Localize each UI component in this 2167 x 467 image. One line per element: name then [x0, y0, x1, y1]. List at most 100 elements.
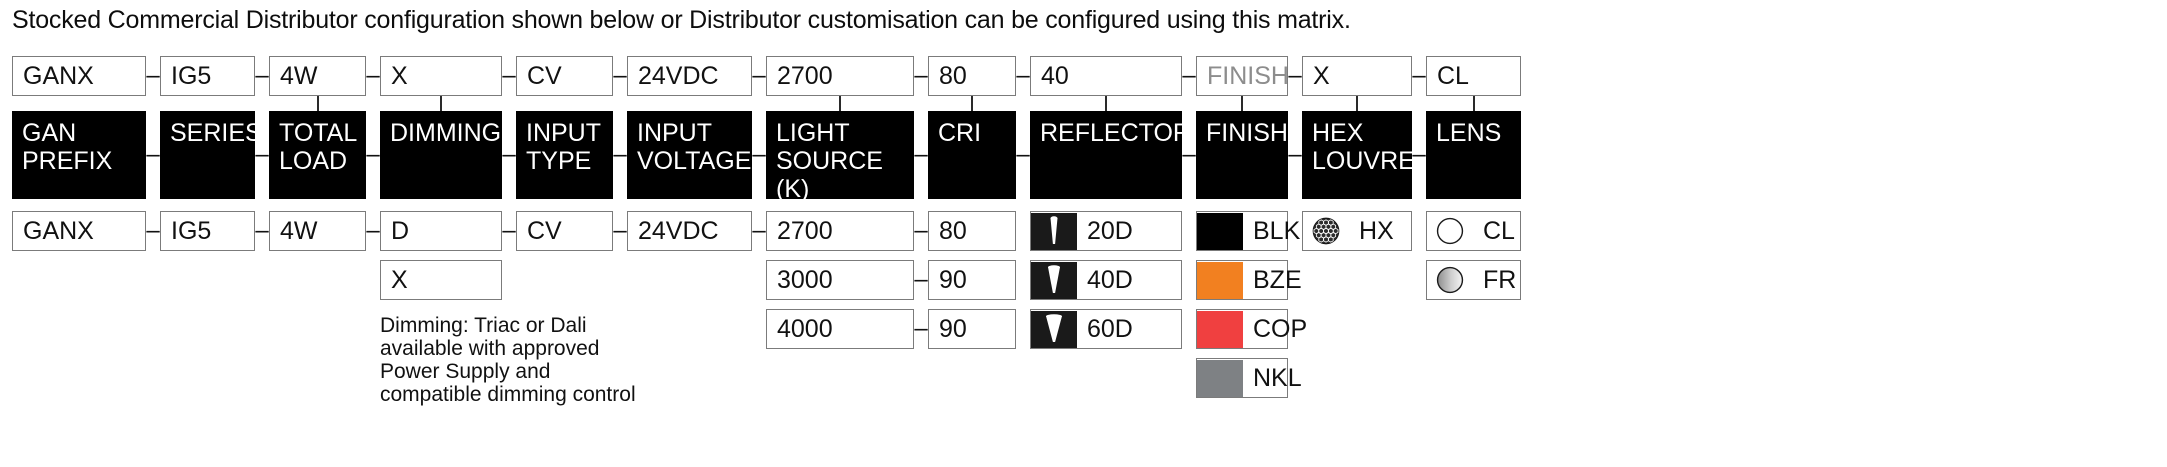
- option-dimming-x[interactable]: X: [380, 260, 502, 300]
- option-lens-fr[interactable]: FR: [1426, 260, 1521, 300]
- option-label: X: [391, 265, 408, 294]
- option-reflector-40d[interactable]: 40D: [1030, 260, 1182, 300]
- selected-value-finish[interactable]: FINISH: [1196, 56, 1289, 96]
- separator-dash: –: [255, 217, 269, 244]
- intro-text: Stocked Commercial Distributor configura…: [12, 6, 1351, 34]
- connector-line: [1426, 96, 1521, 111]
- connector-line: [269, 96, 366, 111]
- lens-frosted-icon: [1427, 262, 1473, 299]
- column-separator: ––––––: [1182, 56, 1196, 398]
- category-header-input_voltage: INPUT VOLTAGE: [627, 111, 752, 199]
- separator-dash: –: [914, 266, 928, 293]
- option-light_source-2700[interactable]: 2700: [766, 211, 914, 251]
- option-label: CV: [527, 216, 562, 245]
- separator-dash: –: [1288, 62, 1302, 89]
- option-series-ig5[interactable]: IG5: [160, 211, 255, 251]
- separator-dash: –: [502, 62, 516, 89]
- separator-dash: –: [914, 217, 928, 244]
- option-finish-blk[interactable]: BLK: [1196, 211, 1300, 251]
- separator-dash: –: [752, 217, 766, 244]
- separator-dash: –: [1412, 62, 1426, 89]
- option-label: 3000: [777, 265, 833, 294]
- selected-value-reflector[interactable]: 40: [1030, 56, 1182, 96]
- selected-value-light_source[interactable]: 2700: [766, 56, 914, 96]
- selected-value-hex_louvre[interactable]: X: [1302, 56, 1412, 96]
- category-header-hex_louvre: HEX LOUVRE: [1302, 111, 1415, 199]
- connector-line: [627, 96, 752, 111]
- column-separator: ––––––: [1016, 56, 1030, 398]
- option-label: IG5: [171, 216, 212, 245]
- option-input_voltage-24vdc[interactable]: 24VDC: [627, 211, 752, 251]
- footnote-dimming: Dimming: Triac or Dali available with ap…: [380, 314, 636, 406]
- selected-value-input_type[interactable]: CV: [516, 56, 613, 96]
- honeycomb-icon: [1303, 213, 1349, 250]
- option-cri-90[interactable]: 90: [928, 260, 1016, 300]
- option-label: 80: [939, 216, 967, 245]
- selected-value-dimming[interactable]: X: [380, 56, 502, 96]
- separator-dash: –: [1016, 62, 1030, 89]
- option-label: 4W: [280, 216, 318, 245]
- option-lens-cl[interactable]: CL: [1426, 211, 1521, 251]
- option-reflector-60d[interactable]: 60D: [1030, 309, 1182, 349]
- separator-dash: –: [146, 141, 160, 168]
- separator-dash: –: [366, 62, 380, 89]
- connector-line: [1302, 96, 1412, 111]
- option-label: COP: [1253, 314, 1308, 343]
- selected-value-gan_prefix[interactable]: GANX: [12, 56, 146, 96]
- connector-line: [516, 96, 613, 111]
- selected-value-cri[interactable]: 80: [928, 56, 1016, 96]
- option-label: 2700: [777, 216, 833, 245]
- option-label: BLK: [1253, 216, 1301, 245]
- selected-value-lens[interactable]: CL: [1426, 56, 1521, 96]
- separator-dash: –: [613, 62, 627, 89]
- column-separator: ––––––: [502, 56, 516, 398]
- option-total_load-4w[interactable]: 4W: [269, 211, 366, 251]
- option-finish-bze[interactable]: BZE: [1196, 260, 1302, 300]
- option-label: BZE: [1253, 265, 1302, 294]
- separator-dash: –: [914, 315, 928, 342]
- category-header-dimming: DIMMING: [380, 111, 502, 199]
- selected-value-total_load[interactable]: 4W: [269, 56, 366, 96]
- option-reflector-20d[interactable]: 20D: [1030, 211, 1182, 251]
- column-separator: ––––––: [613, 56, 627, 398]
- option-label: GANX: [23, 216, 94, 245]
- option-dimming-d[interactable]: D: [380, 211, 502, 251]
- separator-dash: –: [752, 141, 766, 168]
- matrix-column-gan_prefix: GANX GAN PREFIX GANX: [12, 56, 146, 251]
- separator-dash: –: [502, 141, 516, 168]
- option-label: FR: [1483, 265, 1517, 294]
- option-hex_louvre-hx[interactable]: HX: [1302, 211, 1412, 251]
- separator-dash: –: [914, 141, 928, 168]
- matrix-column-input_voltage: 24VDC INPUT VOLTAGE 24VDC: [627, 56, 752, 251]
- option-light_source-3000[interactable]: 3000: [766, 260, 914, 300]
- separator-dash: –: [1182, 141, 1196, 168]
- separator-dash: –: [1182, 62, 1196, 89]
- separator-dash: –: [366, 141, 380, 168]
- column-separator: ––––––: [914, 56, 928, 398]
- selected-value-input_voltage[interactable]: 24VDC: [627, 56, 752, 96]
- color-swatch-icon: [1197, 310, 1243, 348]
- connector-line: [12, 96, 146, 111]
- option-light_source-4000[interactable]: 4000: [766, 309, 914, 349]
- connector-line: [380, 96, 502, 111]
- option-finish-cop[interactable]: COP: [1196, 309, 1307, 349]
- separator-dash: –: [255, 62, 269, 89]
- option-input_type-cv[interactable]: CV: [516, 211, 613, 251]
- separator-dash: –: [1016, 141, 1030, 168]
- category-header-light_source: LIGHT SOURCE (K): [766, 111, 914, 203]
- option-cri-80[interactable]: 80: [928, 211, 1016, 251]
- option-finish-nkl[interactable]: NKL: [1196, 358, 1302, 398]
- option-label: 4000: [777, 314, 833, 343]
- category-header-gan_prefix: GAN PREFIX: [12, 111, 146, 199]
- selected-value-series[interactable]: IG5: [160, 56, 255, 96]
- option-cri-90[interactable]: 90: [928, 309, 1016, 349]
- option-gan_prefix-ganx[interactable]: GANX: [12, 211, 146, 251]
- separator-dash: –: [146, 217, 160, 244]
